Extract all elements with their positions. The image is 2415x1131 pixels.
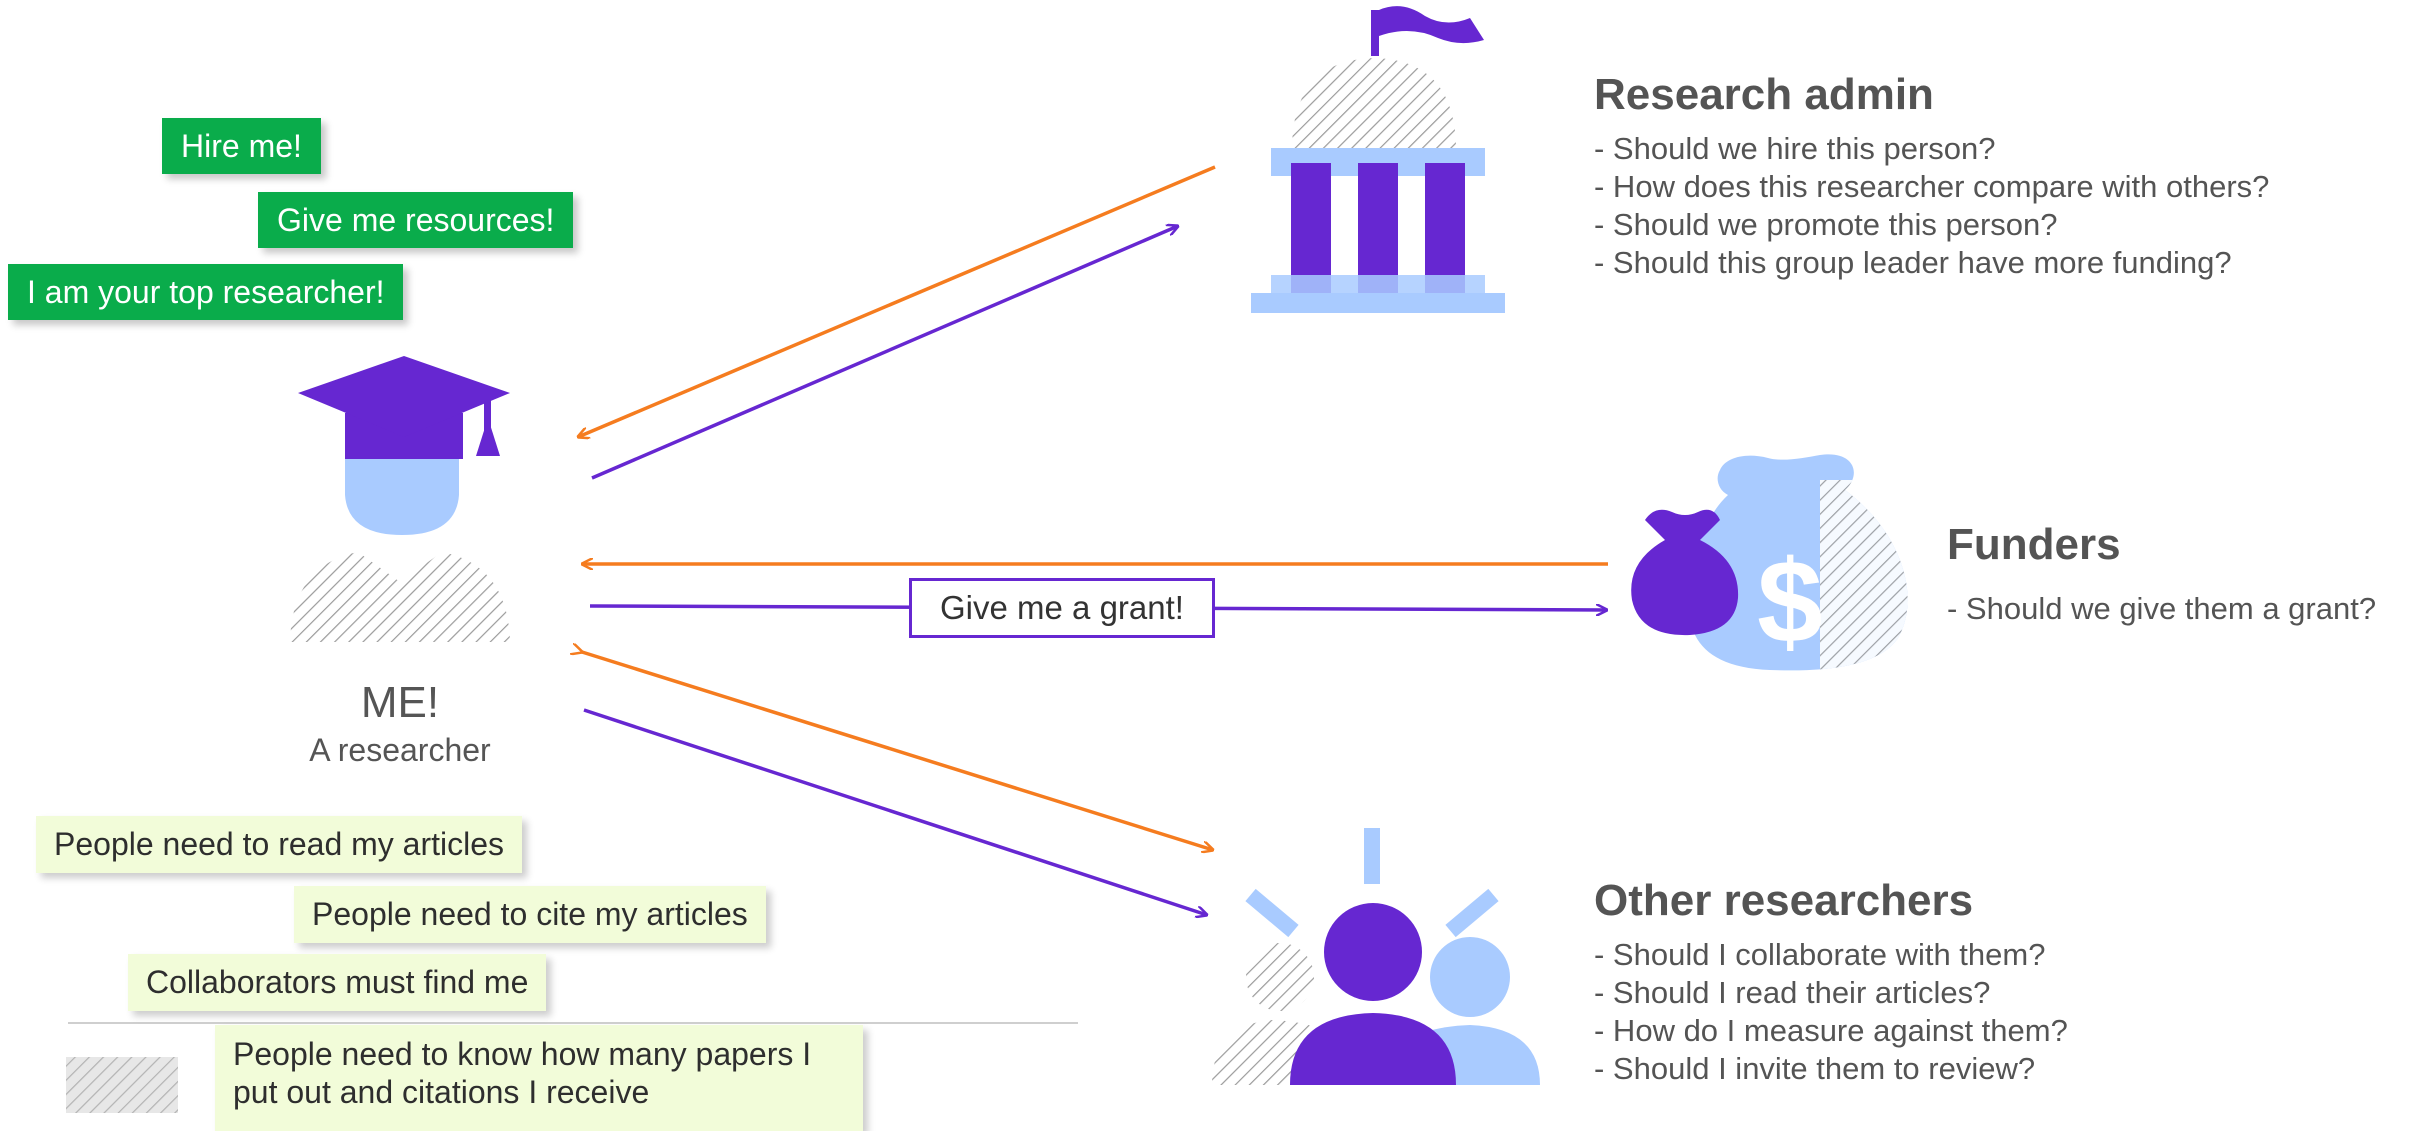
other-researchers-heading: Other researchers: [1594, 876, 1974, 925]
question: - Should I read their articles?: [1594, 975, 1991, 1010]
svg-text:$: $: [1757, 536, 1823, 668]
research-admin-questions: - Should we hire this person? - How does…: [1594, 130, 2269, 282]
flag-icon: [1379, 6, 1484, 44]
need-cite-articles: People need to cite my articles: [294, 886, 766, 943]
arrows: [578, 165, 1608, 915]
other-researchers-questions: - Should I collaborate with them? - Shou…: [1594, 936, 2068, 1088]
citation-graphic-icon: [66, 1057, 178, 1113]
question: - How does this researcher compare with …: [1594, 169, 2270, 204]
question: - Should we give them a grant?: [1947, 591, 2377, 626]
question: - Should we hire this person?: [1594, 131, 1996, 166]
arrow-admin-to-researcher: [578, 165, 1216, 437]
need-metrics: People need to know how many papers I pu…: [215, 1025, 863, 1131]
need-read-articles: People need to read my articles: [36, 816, 523, 873]
graduation-cap-icon: [298, 356, 510, 456]
question: - Should I invite them to review?: [1594, 1051, 2036, 1086]
grant-request-label: Give me a grant!: [909, 578, 1215, 638]
funders-heading: Funders: [1947, 520, 2121, 569]
plea-hire-me: Hire me!: [162, 118, 321, 174]
plea-give-resources: Give me resources!: [258, 192, 574, 248]
researcher-subtitle: A researcher: [309, 732, 491, 768]
researcher-icon: [290, 356, 510, 642]
funders-questions: - Should we give them a grant?: [1947, 590, 2376, 628]
researcher-title: ME!: [360, 678, 440, 727]
money-bags-icon: $: [1631, 454, 1908, 671]
researchers-group-icon: [1212, 828, 1540, 1085]
plea-top-researcher: I am your top researcher!: [8, 264, 404, 320]
question: - Should I collaborate with them?: [1594, 937, 2046, 972]
question: - Should this group leader have more fun…: [1594, 245, 2232, 280]
arrow-researcher-to-others: [583, 708, 1207, 915]
question: - How do I measure against them?: [1594, 1013, 2068, 1048]
arrow-researchers-double: [582, 652, 1213, 850]
university-building-icon: [1251, 6, 1505, 313]
question: - Should we promote this person?: [1594, 207, 2058, 242]
research-admin-heading: Research admin: [1594, 70, 1934, 119]
arrow-researcher-to-admin: [591, 226, 1178, 480]
need-collaborators: Collaborators must find me: [128, 954, 547, 1011]
